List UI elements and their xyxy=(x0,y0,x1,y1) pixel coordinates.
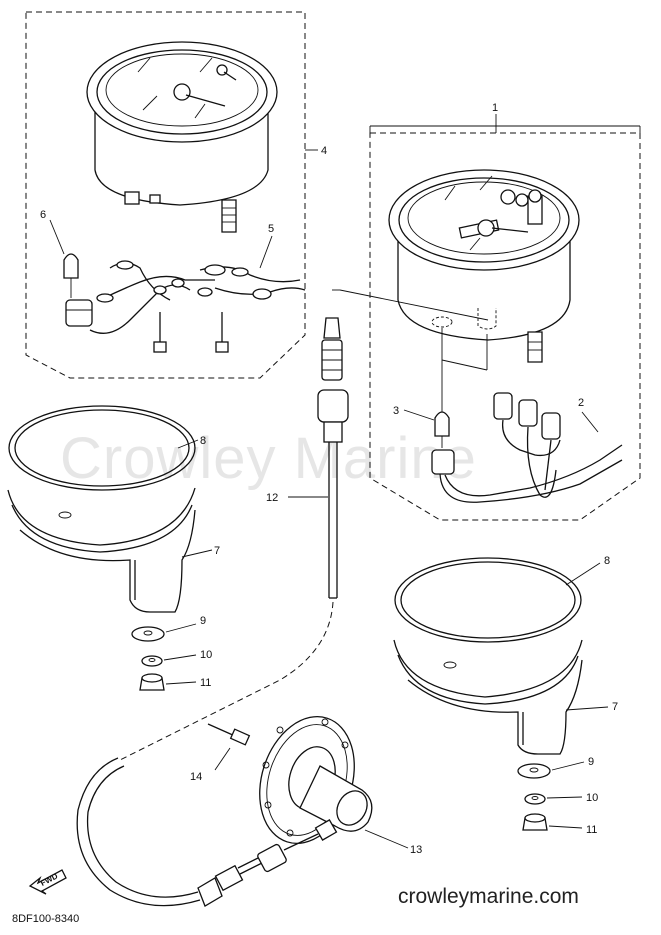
callout-14: 14 xyxy=(190,771,202,783)
bracket-left xyxy=(7,405,196,613)
callout-2: 2 xyxy=(578,397,584,409)
wire-harness-2 xyxy=(439,392,623,503)
diagram-code: 8DF100-8340 xyxy=(12,913,79,925)
washer-9-left xyxy=(131,626,165,642)
callout-7-right: 7 xyxy=(612,701,618,713)
site-url: crowleymarine.com xyxy=(398,885,579,908)
callout-9-right: 9 xyxy=(588,756,594,768)
callout-10-left: 10 xyxy=(200,649,212,661)
screw-pair xyxy=(153,312,229,353)
watermark: Crowley Marine xyxy=(60,426,477,491)
callout-8-left: 8 xyxy=(200,435,206,447)
bracket-right xyxy=(393,557,583,755)
callout-11-right: 11 xyxy=(586,824,597,836)
speedometer-cable-12 xyxy=(317,289,489,599)
callout-11-left: 11 xyxy=(200,677,211,689)
nut-11-left xyxy=(139,673,165,691)
washer-9-right xyxy=(517,763,551,779)
group-4-outline xyxy=(25,11,306,379)
fwd-arrow-icon: FWD xyxy=(28,869,67,895)
bulb-6 xyxy=(63,253,93,327)
nut-11-right xyxy=(522,813,548,831)
callout-8-right: 8 xyxy=(604,555,610,567)
bulb-3 xyxy=(431,411,455,475)
callout-3: 3 xyxy=(393,405,399,417)
callout-13: 13 xyxy=(410,844,422,856)
callout-10-right: 10 xyxy=(586,792,598,804)
callout-9-left: 9 xyxy=(200,615,206,627)
callout-12: 12 xyxy=(266,492,278,504)
speedometer-hose xyxy=(76,757,319,907)
callout-1: 1 xyxy=(492,102,498,114)
lockwasher-10-right xyxy=(524,793,546,805)
wire-harness-5 xyxy=(89,260,306,334)
gauge-speedometer xyxy=(388,169,580,363)
callout-5: 5 xyxy=(268,223,274,235)
lockwasher-10-left xyxy=(141,655,163,667)
gauge-tachometer xyxy=(86,41,278,233)
pin-14 xyxy=(207,723,251,746)
callout-6: 6 xyxy=(40,209,46,221)
pickup-fitting-13 xyxy=(259,715,373,845)
callout-4: 4 xyxy=(321,145,327,157)
callout-7-left: 7 xyxy=(214,545,220,557)
